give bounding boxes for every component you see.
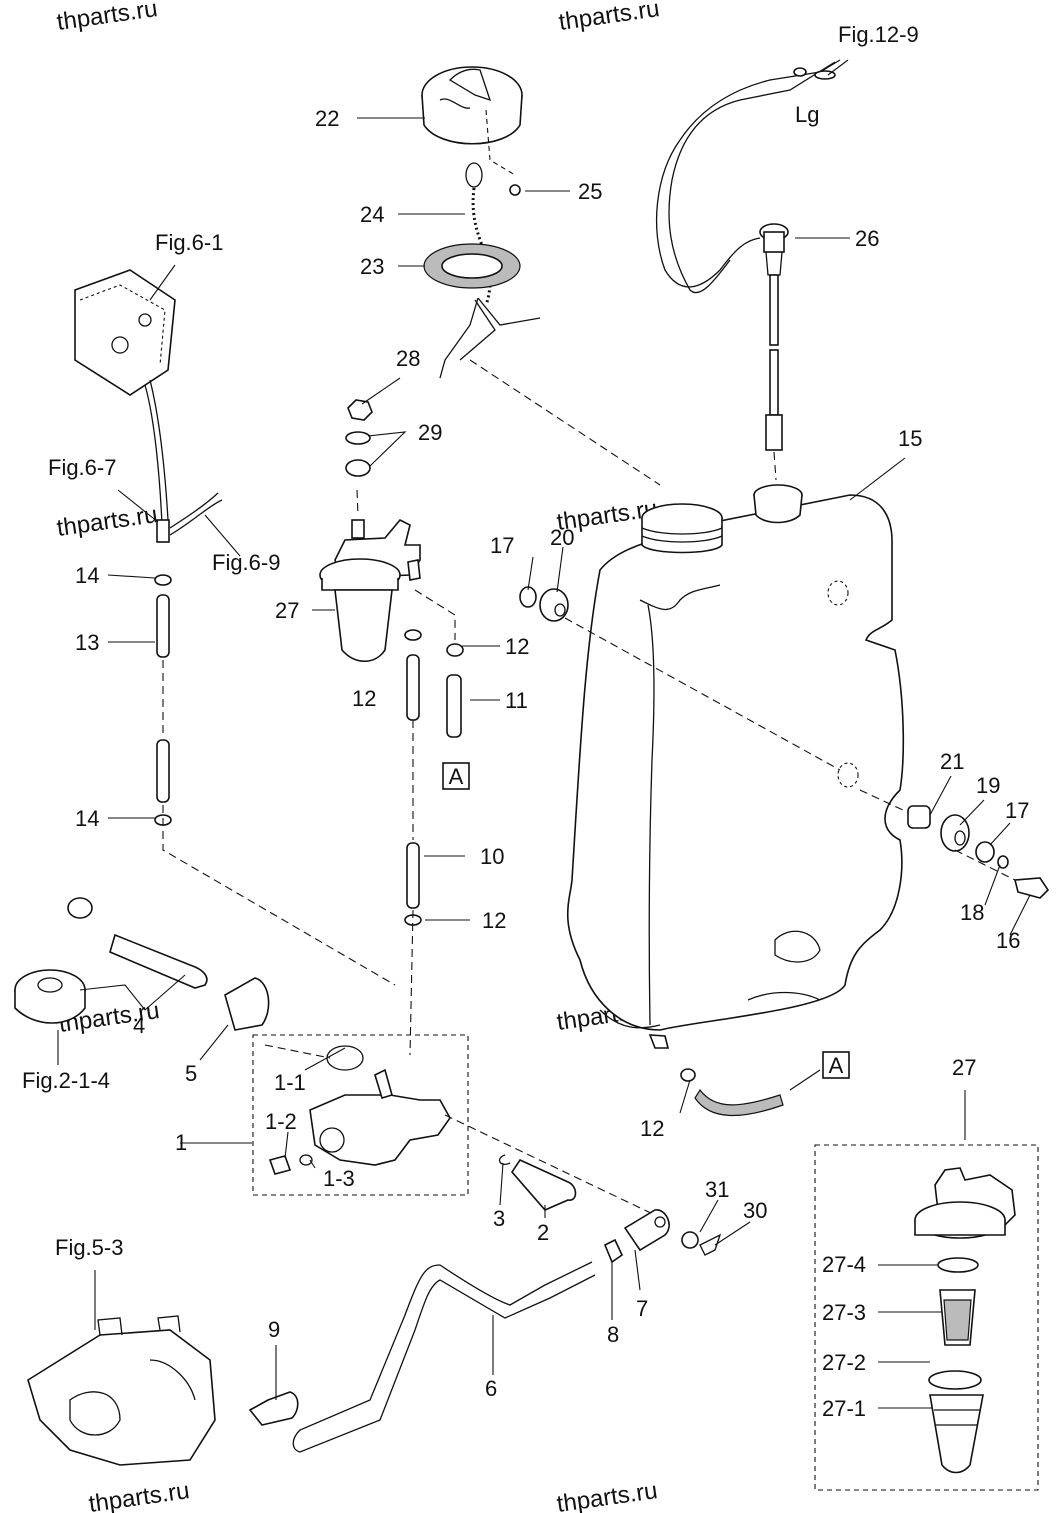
- callout-14-top: 14: [75, 563, 99, 588]
- callout-17-right: 17: [1005, 798, 1029, 823]
- callout-5: 5: [185, 1061, 197, 1086]
- cap-chain: [465, 109, 521, 306]
- fig-ref-6-1: Fig.6-1: [155, 230, 223, 255]
- callout-12-bottom: 12: [640, 1116, 664, 1141]
- watermark: thparts.ru: [557, 0, 661, 36]
- callout-14-bottom: 14: [75, 806, 99, 831]
- wire-color-label: Lg: [795, 102, 819, 127]
- leader-lines: [57, 59, 1031, 1409]
- callout-12-mid: 12: [482, 908, 506, 933]
- callout-12-right: 12: [505, 634, 529, 659]
- small-fittings: [498, 1154, 722, 1264]
- callout-15: 15: [898, 426, 922, 451]
- fig-ref-2-1-4: Fig.2-1-4: [22, 1068, 110, 1093]
- callout-20: 20: [550, 525, 574, 550]
- callout-4: 4: [133, 1013, 145, 1038]
- callout-21: 21: [940, 749, 964, 774]
- callout-26: 26: [855, 226, 879, 251]
- callout-27-4: 27-4: [822, 1252, 866, 1277]
- hoses: [154, 574, 784, 1117]
- fuel-tank: [566, 484, 905, 1049]
- fuel-pump-assy: [252, 1034, 656, 1216]
- callout-24: 24: [360, 202, 384, 227]
- ref-part-fig-2-1-4: [14, 897, 270, 1031]
- watermark: thparts.ru: [87, 1477, 191, 1513]
- watermark: thparts.ru: [55, 0, 159, 36]
- fuel-filter: [319, 489, 456, 663]
- ref-box-label: A: [829, 1053, 844, 1078]
- callout-16: 16: [996, 928, 1020, 953]
- callout-29: 29: [418, 420, 442, 445]
- callout-1-2: 1-2: [265, 1109, 297, 1134]
- filter-detail-box: [814, 1144, 1039, 1491]
- callout-23: 23: [360, 254, 384, 279]
- fuel-cap: [421, 66, 523, 145]
- fig-ref-5-3: Fig.5-3: [55, 1235, 123, 1260]
- callout-28: 28: [396, 346, 420, 371]
- watermark: thparts.ru: [55, 501, 159, 542]
- callout-27-detail: 27: [952, 1055, 976, 1080]
- callout-1-1: 1-1: [274, 1070, 306, 1095]
- fuel-strainer-wire: [439, 297, 661, 486]
- callout-11: 11: [505, 688, 528, 713]
- callout-13: 13: [75, 630, 99, 655]
- callout-1: 1: [175, 1130, 187, 1155]
- callout-31: 31: [705, 1177, 729, 1202]
- callout-1-3: 1-3: [323, 1166, 355, 1191]
- callouts: 22 25 24 23 26 28 29 15 17 20 27 14 13 1…: [75, 106, 1029, 1421]
- ref-box-a-upper: A: [442, 762, 470, 790]
- callout-17-left: 17: [490, 533, 514, 558]
- callout-12-left: 12: [352, 686, 376, 711]
- ref-box-label: A: [449, 764, 464, 789]
- callout-19: 19: [976, 773, 1000, 798]
- callout-27-1: 27-1: [822, 1396, 866, 1421]
- callout-2: 2: [537, 1220, 549, 1245]
- callout-10: 10: [480, 844, 504, 869]
- cap-gasket: [423, 243, 521, 289]
- ref-part-fig-5-3: [27, 1315, 216, 1466]
- callout-6: 6: [485, 1376, 497, 1401]
- ref-part-fig-6-1: [74, 269, 223, 543]
- callout-27-2: 27-2: [822, 1350, 866, 1375]
- callout-7: 7: [636, 1296, 648, 1321]
- fuel-pipe: [248, 1261, 596, 1453]
- watermark: thparts.ru: [555, 1477, 659, 1513]
- watermarks: thparts.ru thparts.ru thparts.ru thparts…: [55, 0, 661, 1513]
- callout-27: 27: [275, 598, 299, 623]
- callout-18: 18: [960, 900, 984, 925]
- fig-ref-6-7: Fig.6-7: [48, 455, 116, 480]
- callout-3: 3: [493, 1206, 505, 1231]
- ref-box-a-lower: A: [822, 1051, 850, 1079]
- fuel-gauge: [656, 59, 841, 481]
- figure-references: Fig.12-9 Lg Fig.6-1 Fig.6-7 Fig.6-9 Fig.…: [22, 22, 919, 1260]
- callout-8: 8: [607, 1322, 619, 1347]
- callout-30: 30: [743, 1198, 767, 1223]
- fig-ref-12-9: Fig.12-9: [838, 22, 919, 47]
- nuts-washers-28-29: [345, 399, 373, 477]
- callout-25: 25: [578, 179, 602, 204]
- callout-27-3: 27-3: [822, 1300, 866, 1325]
- fig-ref-6-9: Fig.6-9: [212, 550, 280, 575]
- callout-9: 9: [268, 1317, 280, 1342]
- callout-22: 22: [315, 106, 339, 131]
